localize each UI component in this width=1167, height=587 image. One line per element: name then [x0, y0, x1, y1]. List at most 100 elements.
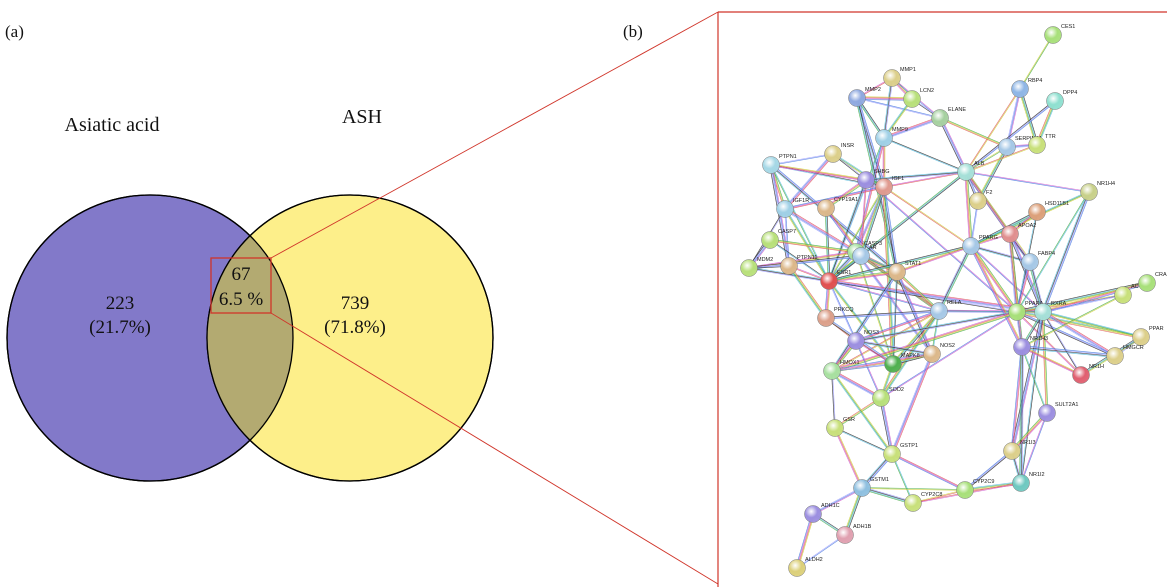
network-edge: [939, 246, 973, 312]
network-node-label: MDM2: [757, 257, 773, 263]
network-node-label: INSR: [841, 143, 854, 149]
network-edge: [1007, 89, 1022, 148]
network-edge: [891, 454, 965, 492]
zoom-line-bottom: [270, 312, 719, 585]
network-node-label: SOD2: [889, 387, 904, 393]
network-edge: [1042, 312, 1081, 376]
network-edge: [812, 486, 862, 514]
network-node: CYP2C8: [904, 492, 942, 512]
network-edge: [832, 153, 885, 188]
network-node-label: GSTM1: [870, 477, 889, 483]
network-node-circle: [888, 263, 906, 281]
network-edge: [892, 452, 966, 490]
network-edge: [965, 100, 1055, 172]
network-edge: [831, 371, 881, 400]
network-node-label: NOS3: [864, 330, 879, 336]
network-node: MDM2: [740, 257, 773, 277]
network-node-circle: [883, 445, 901, 463]
network-edge: [856, 98, 912, 100]
network-node: NOS2: [923, 343, 955, 363]
network-node-label: NR1I2: [1029, 472, 1045, 478]
network-node: ADH1B: [836, 524, 872, 544]
network-edge: [883, 116, 940, 138]
network-edge: [1021, 347, 1081, 377]
network-node-label: GSR: [843, 417, 855, 423]
network-edge: [938, 118, 966, 173]
network-edge: [964, 450, 1012, 490]
network-node-circle: [1034, 303, 1052, 321]
network-edge: [771, 154, 834, 166]
network-edge: [965, 172, 971, 247]
network-edge: [770, 238, 857, 252]
network-edge: [787, 266, 826, 319]
network-node: FABP4: [1021, 251, 1055, 271]
network-node: AR: [852, 245, 877, 265]
network-node: PPARA: [1008, 301, 1044, 321]
network-edge: [937, 245, 971, 311]
network-edge: [813, 488, 863, 516]
network-edge: [1019, 89, 1037, 146]
network-node: MMP2: [848, 87, 881, 107]
network-edge: [857, 96, 913, 99]
zoom-line-top: [270, 11, 719, 259]
network-edge: [829, 280, 857, 341]
network-edge: [789, 265, 827, 318]
network-node-label: HSD11B1: [1045, 201, 1069, 207]
network-node: STAT1: [888, 261, 921, 281]
network-edge: [832, 312, 1018, 372]
network-edge: [891, 309, 939, 364]
network-node-label: MMP9: [892, 127, 908, 133]
network-node-label: TTR: [1045, 134, 1056, 140]
network-edge: [855, 311, 1018, 342]
network-node-label: APOA2: [1018, 223, 1036, 229]
network-edge: [829, 187, 885, 282]
network-edge: [1018, 89, 1037, 146]
network-edge: [978, 147, 1008, 202]
network-edge: [1021, 312, 1044, 484]
network-edge: [835, 427, 893, 454]
network-edge: [785, 187, 885, 211]
network-node: NR1I3: [1003, 440, 1036, 460]
network-node: CYP2C9: [956, 479, 994, 499]
network-edge: [1021, 347, 1115, 358]
network-node: LCN2: [903, 88, 934, 108]
network-edge: [784, 186, 885, 210]
network-edge: [969, 246, 1022, 348]
network-edge: [856, 311, 940, 343]
network-edge: [771, 163, 867, 180]
network-edge: [880, 311, 1017, 398]
network-edge: [860, 186, 884, 256]
network-edge: [748, 268, 829, 283]
network-node: GSTP1: [883, 443, 918, 463]
network-edge: [825, 310, 940, 319]
right-only-percent: (71.8%): [324, 317, 386, 338]
network-node-circle: [875, 129, 893, 147]
network-edge: [825, 207, 830, 282]
network-edge: [940, 116, 1008, 147]
network-node-circle: [1013, 338, 1031, 356]
network-edge: [785, 154, 834, 210]
network-edge: [884, 186, 899, 272]
network-edge: [882, 77, 892, 138]
network-node: CES1: [1044, 24, 1075, 44]
network-edge: [1010, 311, 1043, 451]
network-node-circle: [1080, 183, 1098, 201]
network-edge: [1042, 311, 1048, 414]
network-edge: [881, 397, 894, 454]
network-edge: [828, 179, 867, 282]
network-node-circle: [740, 259, 758, 277]
network-edge: [831, 371, 835, 429]
network-edge: [1020, 412, 1047, 483]
network-edge: [829, 280, 940, 311]
network-node-circle: [1008, 303, 1026, 321]
network-node-label: PTPN11: [797, 255, 817, 261]
network-node-label: CRA: [1155, 272, 1167, 278]
network-node-circle: [1003, 442, 1021, 460]
network-edge: [1042, 311, 1142, 338]
network-node-circle: [780, 257, 798, 275]
network-edge: [884, 137, 967, 172]
network-edge: [939, 118, 966, 173]
network-node-circle: [962, 237, 980, 255]
network-edge: [892, 310, 939, 364]
